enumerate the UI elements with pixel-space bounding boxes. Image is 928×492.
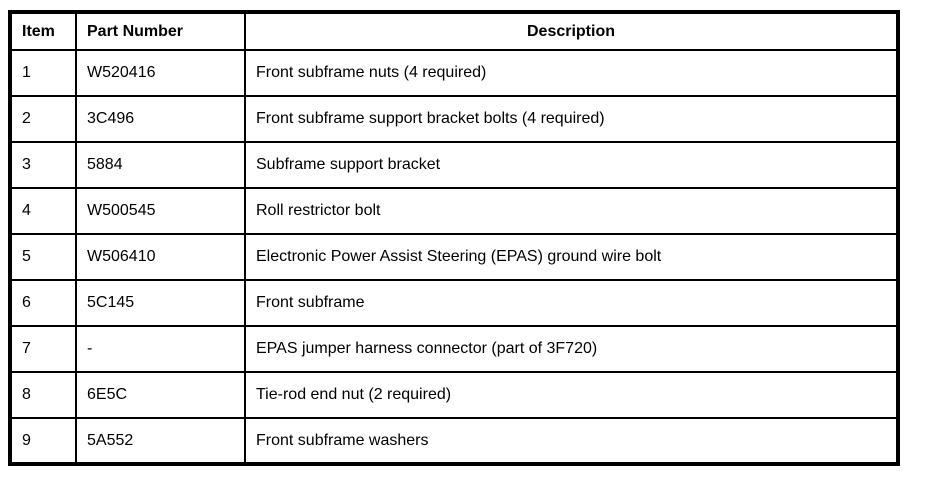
item-cell: 4 xyxy=(9,187,77,235)
parts-table-container: Item Part Number Description 1 W520416 F… xyxy=(8,10,900,466)
table-row: 5 W506410 Electronic Power Assist Steeri… xyxy=(9,233,899,281)
item-cell: 3 xyxy=(9,141,77,189)
part-number-cell: 5A552 xyxy=(75,417,246,465)
description-cell: Front subframe xyxy=(244,279,899,327)
description-cell: Subframe support bracket xyxy=(244,141,899,189)
table-row: 2 3C496 Front subframe support bracket b… xyxy=(9,95,899,143)
part-number-cell: 5884 xyxy=(75,141,246,189)
description-cell: Roll restrictor bolt xyxy=(244,187,899,235)
header-cell-description: Description xyxy=(244,11,899,51)
item-cell: 5 xyxy=(9,233,77,281)
description-cell: EPAS jumper harness connector (part of 3… xyxy=(244,325,899,373)
item-cell: 2 xyxy=(9,95,77,143)
table-row: 9 5A552 Front subframe washers xyxy=(9,417,899,465)
item-cell: 8 xyxy=(9,371,77,419)
table-row: 4 W500545 Roll restrictor bolt xyxy=(9,187,899,235)
table-header-row: Item Part Number Description xyxy=(9,11,899,51)
table-row: 7 - EPAS jumper harness connector (part … xyxy=(9,325,899,373)
description-cell: Tie-rod end nut (2 required) xyxy=(244,371,899,419)
part-number-cell: 3C496 xyxy=(75,95,246,143)
item-cell: 7 xyxy=(9,325,77,373)
table-row: 6 5C145 Front subframe xyxy=(9,279,899,327)
table-row: 3 5884 Subframe support bracket xyxy=(9,141,899,189)
table-row: 8 6E5C Tie-rod end nut (2 required) xyxy=(9,371,899,419)
part-number-cell: 6E5C xyxy=(75,371,246,419)
item-cell: 1 xyxy=(9,49,77,97)
item-cell: 9 xyxy=(9,417,77,465)
part-number-cell: W500545 xyxy=(75,187,246,235)
part-number-cell: 5C145 xyxy=(75,279,246,327)
table-row: 1 W520416 Front subframe nuts (4 require… xyxy=(9,49,899,97)
part-number-cell: W520416 xyxy=(75,49,246,97)
description-cell: Front subframe nuts (4 required) xyxy=(244,49,899,97)
description-cell: Front subframe washers xyxy=(244,417,899,465)
part-number-cell: - xyxy=(75,325,246,373)
parts-table: Item Part Number Description 1 W520416 F… xyxy=(8,10,900,466)
header-cell-part-number: Part Number xyxy=(75,11,246,51)
description-cell: Front subframe support bracket bolts (4 … xyxy=(244,95,899,143)
description-cell: Electronic Power Assist Steering (EPAS) … xyxy=(244,233,899,281)
item-cell: 6 xyxy=(9,279,77,327)
part-number-cell: W506410 xyxy=(75,233,246,281)
header-cell-item: Item xyxy=(9,11,77,51)
